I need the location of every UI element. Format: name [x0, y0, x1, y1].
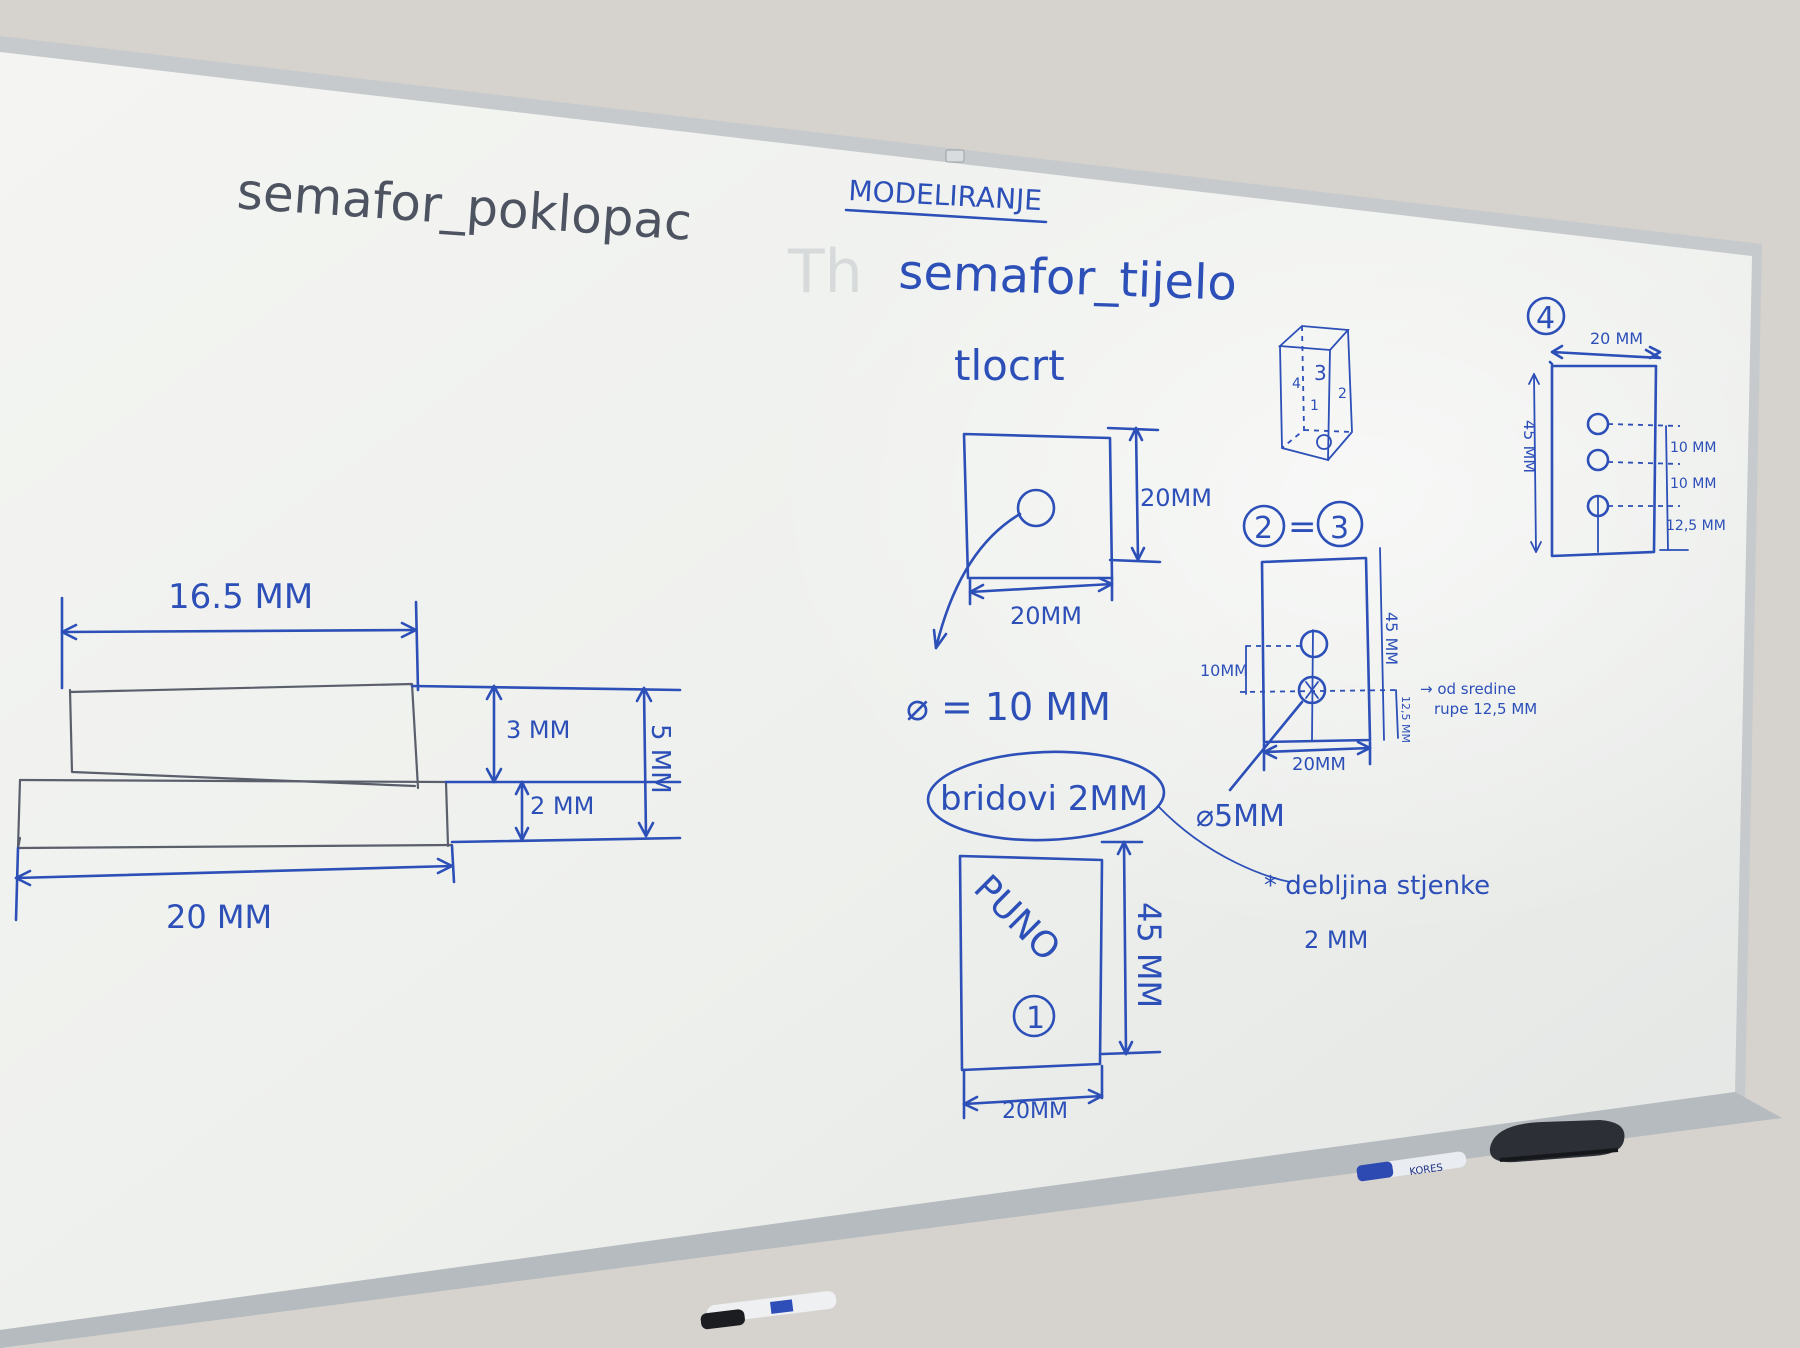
note-line1: * debljina stjenke [1264, 871, 1490, 901]
plan-dim-bottom: 20MM [1010, 602, 1082, 630]
side-dim-bottom: 20MM [1292, 754, 1346, 775]
left-dim-bottom: 20 MM [166, 898, 272, 936]
board-clip [945, 149, 965, 163]
side-note-line1: → od sredine [1420, 680, 1516, 698]
back-dim-b: 10 MM [1670, 476, 1716, 492]
back-badge: 4 [1536, 301, 1555, 336]
left-dim-3: 3 MM [506, 716, 570, 744]
heading-underline [844, 208, 1048, 224]
note-line2: 2 MM [1304, 926, 1368, 954]
front-badge: 1 [1026, 1001, 1045, 1036]
side-header [1242, 500, 1364, 548]
back-dim-a: 10 MM [1670, 440, 1716, 456]
side-note-line2: rupe 12,5 MM [1434, 700, 1537, 718]
back-badge-circle [1526, 296, 1566, 336]
marker-tray [0, 1092, 1782, 1348]
back-dim-top: 20 MM [1590, 329, 1643, 348]
note-connector [1157, 805, 1291, 883]
marker-blue: KORES [1356, 1151, 1467, 1182]
front-view [958, 840, 1162, 1120]
board-glare [0, 52, 1752, 1330]
side-dim-side: 45 MM [1382, 612, 1401, 665]
front-dim-side: 45 MM [1130, 902, 1168, 1008]
cube-face-left: 4 [1292, 376, 1301, 392]
side-badge-b: 3 [1330, 511, 1349, 546]
marker-black [700, 1291, 837, 1330]
side-equals: = [1288, 507, 1317, 547]
back-dim-side: 45 MM [1520, 420, 1539, 473]
plan-label: tlocrt [954, 341, 1065, 390]
plan-view [932, 426, 1162, 650]
center-diameter: ⌀ = 10 MM [906, 685, 1111, 729]
left-drawing [14, 596, 682, 922]
back-dim-c: 12,5 MM [1666, 518, 1726, 534]
left-dim-5: 5 MM [645, 724, 675, 794]
front-dim-bottom: 20MM [1002, 1099, 1068, 1124]
cube-face-side: 2 [1338, 386, 1347, 402]
center-edges: bridovi 2MM [940, 779, 1148, 819]
eraser [1489, 1120, 1625, 1163]
marker-brand-label: KORES [1409, 1162, 1444, 1178]
side-badge-a: 2 [1254, 511, 1273, 546]
plan-dim-side: 20MM [1140, 484, 1212, 512]
cube-sketch [1277, 325, 1353, 462]
edges-ellipse [926, 750, 1166, 842]
center-ghost-text: Th [787, 237, 863, 307]
side-diameter: ⌀5MM [1196, 799, 1285, 834]
back-view [1528, 344, 1689, 558]
left-dim-2: 2 MM [530, 792, 594, 820]
center-subtitle: semafor_tijelo [898, 244, 1238, 312]
side-view [1228, 547, 1401, 792]
side-dim-small: 12,5 MM [1399, 696, 1412, 743]
side-dim-10: 10MM [1200, 661, 1248, 680]
cube-face-top: 3 [1314, 361, 1327, 385]
left-dim-top: 16.5 MM [168, 577, 313, 617]
cube-face-front: 1 [1310, 398, 1319, 414]
